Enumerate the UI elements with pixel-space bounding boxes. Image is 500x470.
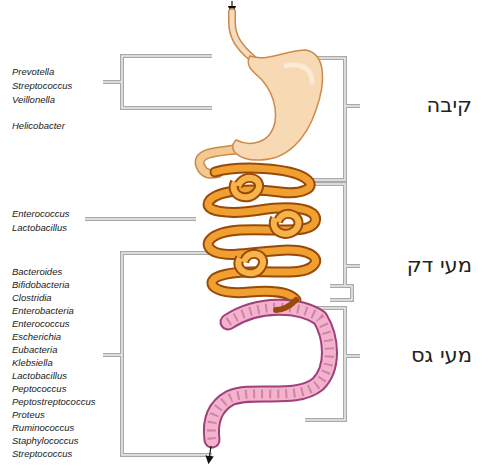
- bacteria-name: Klebsiella: [12, 357, 53, 369]
- bacteria-name: Clostridia: [12, 292, 52, 304]
- bracket-outer: [85, 56, 360, 455]
- bracket: [122, 56, 212, 108]
- bracket: [330, 286, 352, 300]
- bacteria-name: Enterococcus: [12, 318, 70, 330]
- bacteria-name: Enterococcus: [12, 208, 70, 220]
- bacteria-name: Staphylococcus: [12, 435, 79, 447]
- bracket-connector: [103, 353, 122, 357]
- bracket-connector: [85, 217, 196, 221]
- bacteria-name: Streptococcus: [12, 80, 72, 92]
- small-intestine: [208, 168, 316, 300]
- bacteria-name: Proteus: [12, 409, 45, 421]
- bacteria-name: Bifidobacteria: [12, 279, 70, 291]
- bacteria-name: Streptococcus: [12, 448, 72, 460]
- exit-arrow: [209, 446, 211, 460]
- intestine-loops: [234, 178, 299, 273]
- bacteria-name: Lactobacillus: [12, 222, 67, 234]
- bacteria-name: Enterobacteria: [12, 305, 74, 317]
- large-intestine: [211, 307, 329, 440]
- bacteria-name: Prevotella: [12, 66, 54, 78]
- organ-label: מעי דק: [407, 252, 472, 278]
- bacteria-name: Eubacteria: [12, 344, 57, 356]
- colon-haustra: [211, 307, 329, 440]
- stomach: [233, 50, 323, 160]
- bracket-connector: [345, 264, 360, 268]
- bracket-connector: [345, 104, 360, 108]
- bacteria-name: Helicobacter: [12, 120, 65, 132]
- bacteria-name: Lactobacillus: [12, 370, 67, 382]
- bacteria-name: Bacteroides: [12, 266, 62, 278]
- large-intestine: [211, 307, 329, 440]
- bracket-group: [85, 56, 360, 455]
- bacteria-name: Peptococcus: [12, 383, 66, 395]
- bacteria-name: Peptostreptococcus: [12, 396, 95, 408]
- stomach-highlight: [286, 65, 312, 82]
- ileum-end: [276, 300, 296, 310]
- esophagus: [232, 12, 252, 58]
- bacteria-name: Veillonella: [12, 94, 55, 106]
- small-intestine: [208, 168, 316, 300]
- organ-label: קיבה: [427, 92, 472, 118]
- organ-label: מעי גס: [411, 342, 472, 368]
- bracket-connector: [103, 80, 122, 84]
- bracket-connector: [345, 354, 360, 358]
- bracket-inner: [85, 56, 360, 455]
- esophagus: [232, 12, 252, 58]
- bacteria-name: Ruminococcus: [12, 422, 74, 434]
- bacteria-name: Escherichia: [12, 331, 61, 343]
